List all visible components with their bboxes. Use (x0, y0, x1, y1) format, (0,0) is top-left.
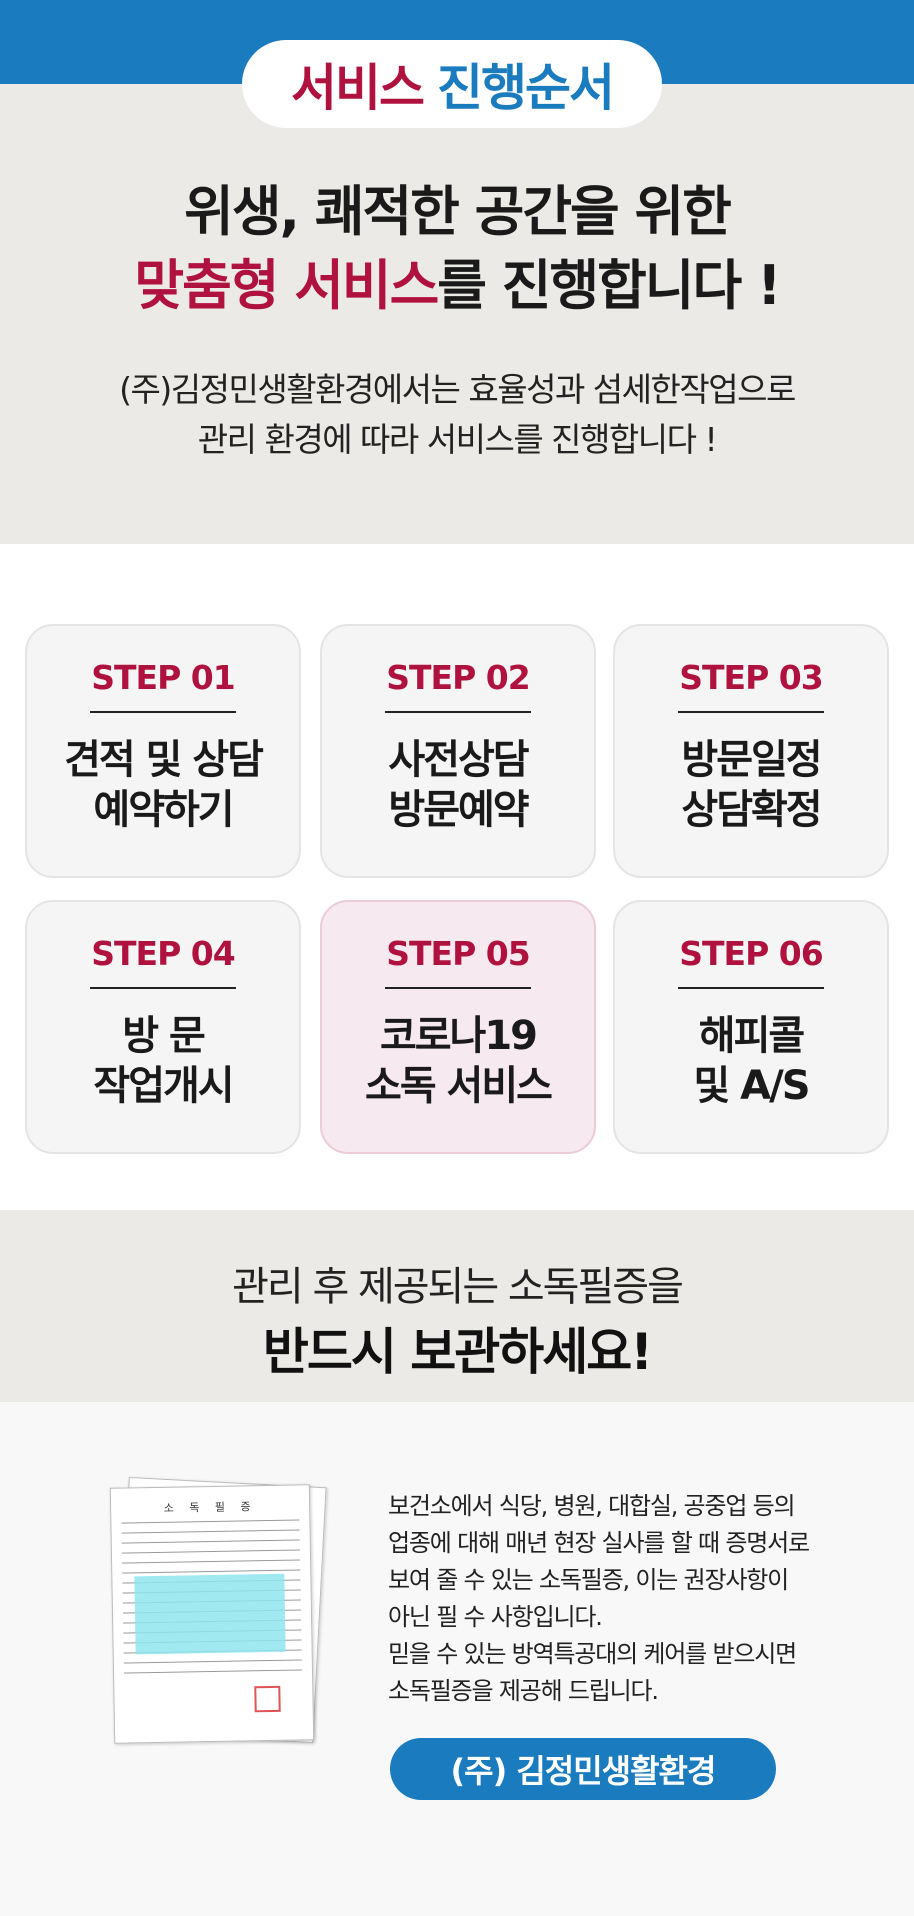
hero-section: 서비스 진행순서 위생, 쾌적한 공간을 위한 맞춤형 서비스를 진행합니다 !… (0, 40, 914, 544)
step-number: STEP 03 (678, 658, 824, 713)
title-red: 서비스 (291, 59, 425, 117)
hero-subtext: (주)김정민생활환경에서는 효율성과 섬세한작업으로 관리 환경에 따라 서비스… (0, 365, 914, 465)
section-title-badge: 서비스 진행순서 (242, 40, 662, 128)
step-description: 코로나19 소독 서비스 (365, 1013, 553, 1109)
description-line: 아닌 필 수 사항입니다. (388, 1603, 603, 1631)
step-card-3: STEP 03 방문일정 상담확정 (613, 624, 889, 878)
step-number: STEP 06 (678, 934, 824, 989)
step-card-2: STEP 02 사전상담 방문예약 (320, 624, 596, 878)
headline-line1: 위생, 쾌적한 공간을 위한 (184, 180, 732, 243)
step-number: STEP 05 (385, 934, 531, 989)
certificate-stamp (254, 1685, 281, 1713)
step-card-6: STEP 06 해피콜 및 A/S (613, 900, 889, 1154)
step-card-1: STEP 01 견적 및 상담 예약하기 (25, 624, 301, 878)
headline: 위생, 쾌적한 공간을 위한 맞춤형 서비스를 진행합니다 ! (0, 175, 914, 323)
step-description: 견적 및 상담 예약하기 (64, 737, 264, 833)
step-card-5: STEP 05 코로나19 소독 서비스 (320, 900, 596, 1154)
certificate-notice: 관리 후 제공되는 소독필증을 반드시 보관하세요! (0, 1210, 914, 1402)
step-card-4: STEP 04 방 문 작업개시 (25, 900, 301, 1154)
steps-section: STEP 01 견적 및 상담 예약하기 STEP 02 사전상담 방문예약 S… (0, 544, 914, 1210)
step-number: STEP 02 (385, 658, 531, 713)
certificate-doc-title: 소 독 필 증 (163, 1500, 257, 1515)
step-number: STEP 04 (90, 934, 236, 989)
certificate-highlight (134, 1573, 286, 1655)
step-description: 방문일정 상담확정 (681, 737, 822, 833)
certificate-description: 보건소에서 식당, 병원, 대합실, 공중업 등의 업종에 대해 매년 현장 실… (388, 1488, 848, 1710)
description-line: 보건소에서 식당, 병원, 대합실, 공중업 등의 (388, 1492, 796, 1520)
certificate-image: 소 독 필 증 (109, 1476, 327, 1744)
headline-highlight: 맞춤형 서비스 (134, 254, 439, 317)
description-line: 소독필증을 제공해 드립니다. (388, 1677, 659, 1705)
description-line: 보여 줄 수 있는 소독필증, 이는 권장사항이 (388, 1566, 789, 1594)
certificate-section: 소 독 필 증 보건소에서 식당, 병원, 대합실, 공중업 등의 업종에 대해… (0, 1402, 914, 1916)
headline-line2: 맞춤형 서비스를 진행합니다 ! (0, 249, 914, 323)
hero-subtext-line1: (주)김정민생활환경에서는 효율성과 섬세한작업으로 (119, 370, 796, 409)
step-description: 사전상담 방문예약 (388, 737, 529, 833)
step-number: STEP 01 (90, 658, 236, 713)
headline-rest: 를 진행합니다 ! (437, 254, 781, 317)
company-button[interactable]: (주) 김정민생활환경 (390, 1738, 776, 1800)
notice-line2: 반드시 보관하세요! (262, 1323, 653, 1381)
step-description: 방 문 작업개시 (93, 1013, 234, 1109)
description-line: 업종에 대해 매년 현장 실사를 할 때 증명서로 (388, 1529, 810, 1557)
title-blue: 진행순서 (437, 59, 615, 117)
notice-line1: 관리 후 제공되는 소독필증을 (232, 1264, 684, 1310)
description-line: 믿을 수 있는 방역특공대의 케어를 받으시면 (388, 1640, 797, 1668)
hero-subtext-line2: 관리 환경에 따라 서비스를 진행합니다 ! (197, 420, 718, 459)
certificate-front-sheet: 소 독 필 증 (109, 1484, 315, 1744)
step-description: 해피콜 및 A/S (693, 1013, 810, 1109)
